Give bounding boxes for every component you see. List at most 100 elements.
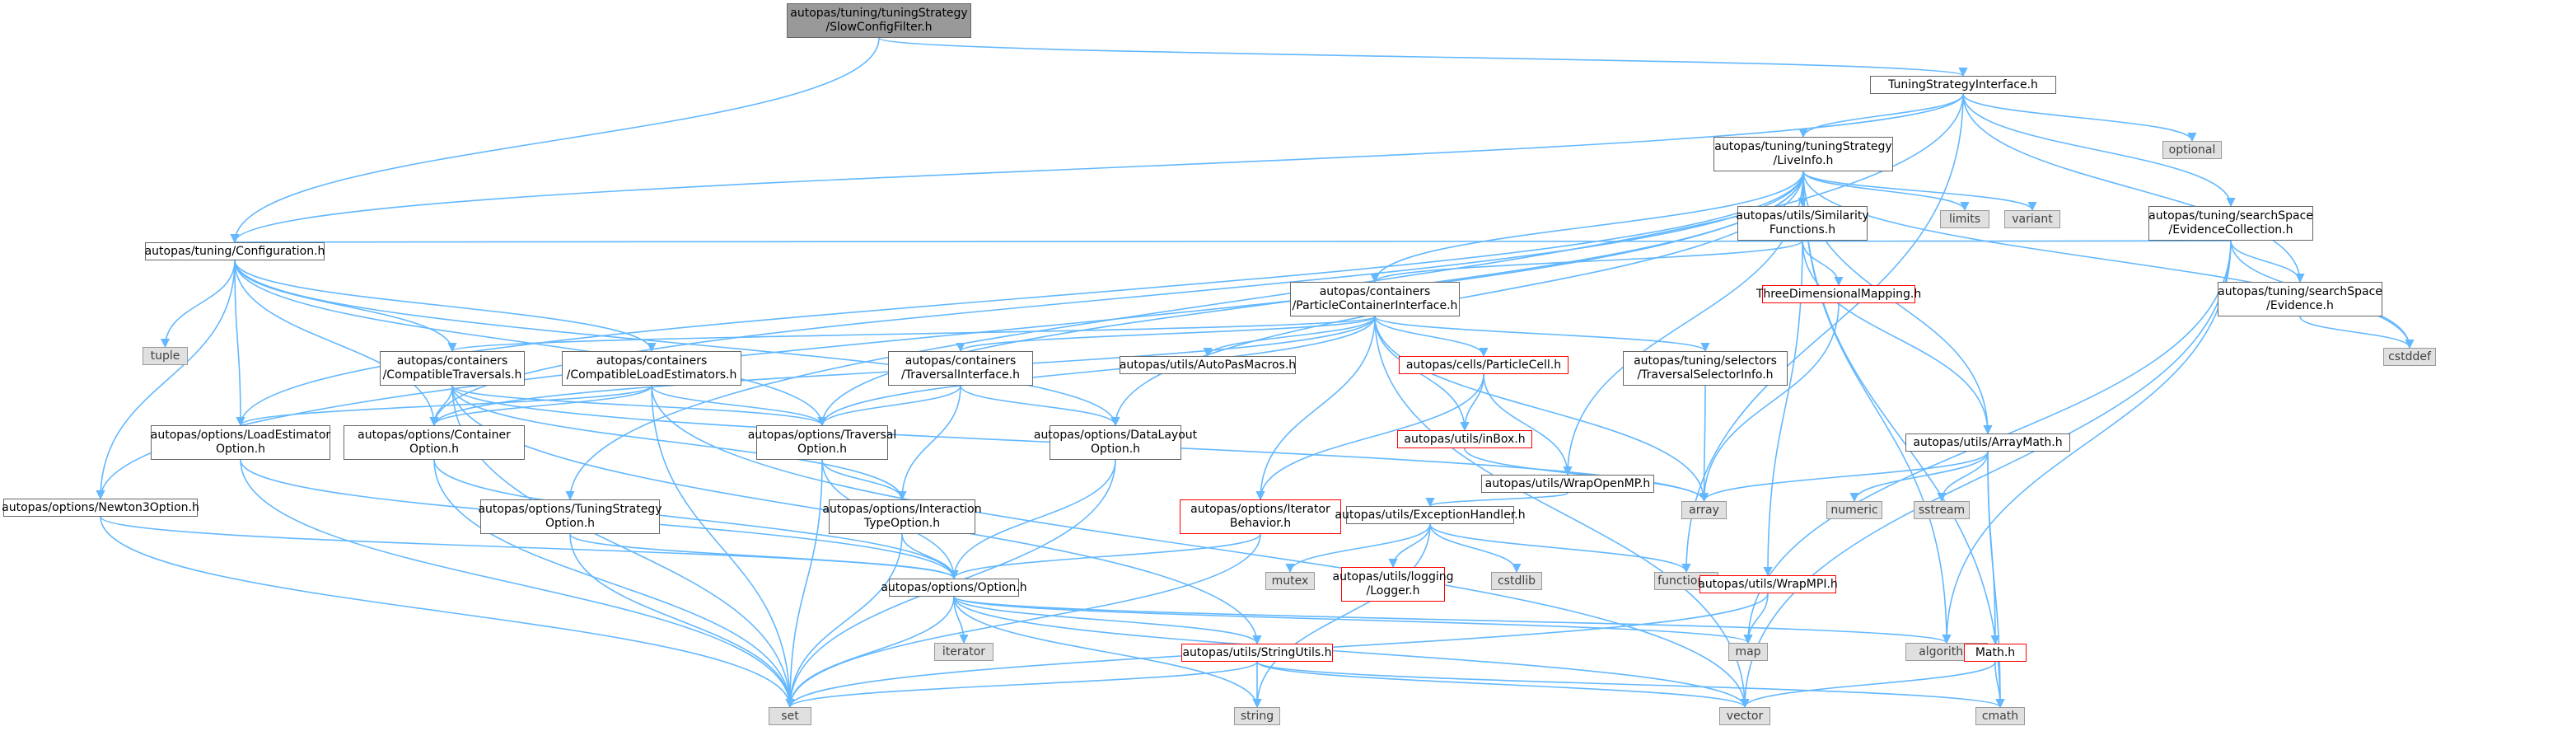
edge-config-to-dlopt xyxy=(234,260,1120,427)
node-label-line: autopas/options/Traversal xyxy=(747,429,897,442)
edge-complest-to-set xyxy=(651,385,795,709)
node-label-line: autopas/containers xyxy=(596,354,708,368)
node-label-line: autopas/utils/Similarity xyxy=(1736,209,1869,223)
edge-pci-to-travopt xyxy=(817,316,1376,427)
node-n3opt[interactable]: autopas/options/Newton3Option.h xyxy=(2,499,199,517)
edge-config-to-complest xyxy=(234,260,657,353)
node-set: set xyxy=(769,707,811,725)
node-label-line: autopas/utils/inBox.h xyxy=(1404,432,1526,446)
edge-contopt-to-set xyxy=(433,459,795,709)
node-liveinfo[interactable]: autopas/tuning/tuningStrategy/LiveInfo.h xyxy=(1713,137,1893,171)
edge-liveinfo-to-variant xyxy=(1802,171,2037,212)
edge-pci-to-macros xyxy=(1203,316,1376,358)
edge-travopt-to-itopt xyxy=(821,459,907,501)
node-inbox[interactable]: autopas/utils/inBox.h xyxy=(1397,430,1532,448)
node-label-line: string xyxy=(1240,709,1274,723)
node-label-line: Option.h xyxy=(409,443,460,456)
edge-tsi-to-functional xyxy=(1681,93,1964,574)
node-arrmath[interactable]: autopas/utils/ArrayMath.h xyxy=(1905,433,2070,452)
edge-option-to-string xyxy=(953,596,1262,709)
node-cstddef: cstddef xyxy=(2383,348,2436,366)
node-label-line: Option.h xyxy=(1090,443,1141,456)
edge-arrmath-to-numeric xyxy=(1849,451,1989,503)
node-mutex: mutex xyxy=(1265,572,1315,590)
node-travif[interactable]: autopas/containers/TraversalInterface.h xyxy=(888,351,1033,386)
node-evcoll[interactable]: autopas/tuning/searchSpace/EvidenceColle… xyxy=(2148,206,2313,241)
node-tdm[interactable]: ThreeDimensionalMapping.h xyxy=(1756,285,1921,303)
edge-pcell-to-wrapomp xyxy=(1483,373,1573,476)
node-pci[interactable]: autopas/containers/ParticleContainerInte… xyxy=(1290,282,1460,316)
node-label-line: autopas/utils/ExceptionHandler.h xyxy=(1335,508,1526,522)
node-label-line: autopas/utils/StringUtils.h xyxy=(1182,645,1332,659)
node-label-line: autopas/utils/logging xyxy=(1332,570,1454,583)
node-label-line: autopas/options/Container xyxy=(358,429,511,442)
node-numeric: numeric xyxy=(1826,501,1882,519)
node-exch[interactable]: autopas/utils/ExceptionHandler.h xyxy=(1335,506,1526,524)
node-label-line: /Evidence.h xyxy=(2266,299,2334,312)
node-evidence[interactable]: autopas/tuning/searchSpace/Evidence.h xyxy=(2218,282,2382,316)
edge-liveinfo-to-cmath xyxy=(1802,171,2005,709)
node-strutils[interactable]: autopas/utils/StringUtils.h xyxy=(1181,644,1333,662)
node-tsi[interactable]: TuningStrategyInterface.h xyxy=(1870,76,2056,94)
edge-pci-to-tsel xyxy=(1374,316,1710,353)
node-cstdlib: cstdlib xyxy=(1491,572,1542,590)
node-label-line: algorithm xyxy=(1919,644,1975,658)
node-wrapmpi[interactable]: autopas/utils/WrapMPI.h xyxy=(1698,575,1838,593)
edge-strutils-to-cmath xyxy=(1256,661,2005,709)
edge-exch-to-mutex xyxy=(1285,523,1431,574)
node-label-line: autopas/containers xyxy=(396,354,508,368)
node-mathh[interactable]: Math.h xyxy=(1964,644,2027,662)
edge-simfun-to-arrmath xyxy=(1802,240,1993,435)
node-label-line: iterator xyxy=(942,644,986,658)
edge-exch-to-functional xyxy=(1429,523,1691,574)
node-logger[interactable]: autopas/utils/logging/Logger.h xyxy=(1333,567,1454,602)
edge-arrmath-to-cmath xyxy=(1987,451,2005,709)
edge-config-to-contopt xyxy=(234,260,439,427)
node-label-line: autopas/containers xyxy=(1319,285,1431,298)
node-label-line: Option.h xyxy=(545,517,596,530)
edge-arrmath-to-sstream xyxy=(1937,451,1989,503)
node-wrapomp[interactable]: autopas/utils/WrapOpenMP.h xyxy=(1481,475,1654,493)
node-config[interactable]: autopas/tuning/Configuration.h xyxy=(145,242,325,260)
edge-evcoll-to-config xyxy=(233,234,2232,244)
edge-mathh-to-cmath xyxy=(1994,661,2005,709)
edge-pci-to-comptrav xyxy=(447,316,1376,353)
node-macros[interactable]: autopas/utils/AutoPasMacros.h xyxy=(1120,356,1296,374)
node-label-line: /TraversalInterface.h xyxy=(901,368,1020,382)
node-comptrav[interactable]: autopas/containers/CompatibleTraversals.… xyxy=(380,351,525,386)
node-label-line: autopas/utils/WrapMPI.h xyxy=(1698,577,1838,591)
edge-config-to-loadest xyxy=(234,260,245,427)
node-pcell[interactable]: autopas/cells/ParticleCell.h xyxy=(1399,356,1569,374)
edge-config-to-n3opt xyxy=(96,260,236,500)
edge-iterbeh-to-set xyxy=(785,533,1261,709)
node-label-line: autopas/options/TuningStrategy xyxy=(478,503,662,516)
edge-strutils-to-set xyxy=(785,661,1258,709)
node-label-line: /Logger.h xyxy=(1366,584,1420,597)
node-label-line: Behavior.h xyxy=(1229,517,1292,530)
edge-pci-to-vector xyxy=(1374,316,1750,709)
edge-option-to-algorithm xyxy=(953,596,1952,644)
node-label-line: autopas/tuning/tuningStrategy xyxy=(1714,140,1892,153)
node-complest[interactable]: autopas/containers/CompatibleLoadEstimat… xyxy=(562,351,741,386)
node-label-line: vector xyxy=(1726,709,1764,723)
edge-exch-to-cstdlib xyxy=(1429,523,1522,574)
node-root: autopas/tuning/tuningStrategy/SlowConfig… xyxy=(787,3,971,38)
edge-pci-to-iterbeh xyxy=(1255,316,1376,501)
node-label-line: TuningStrategyInterface.h xyxy=(1888,77,2038,91)
node-option[interactable]: autopas/options/Option.h xyxy=(881,579,1027,597)
node-label-line: autopas/tuning/searchSpace xyxy=(2148,209,2313,223)
node-label-line: autopas/tuning/tuningStrategy xyxy=(790,7,968,20)
node-tsel[interactable]: autopas/tuning/selectors/TraversalSelect… xyxy=(1623,351,1788,386)
edge-root-to-config xyxy=(230,37,880,244)
edge-option-to-strutils xyxy=(953,596,1262,645)
node-label-line: variant xyxy=(2012,212,2053,226)
edge-tsi-to-liveinfo xyxy=(1798,93,1964,138)
